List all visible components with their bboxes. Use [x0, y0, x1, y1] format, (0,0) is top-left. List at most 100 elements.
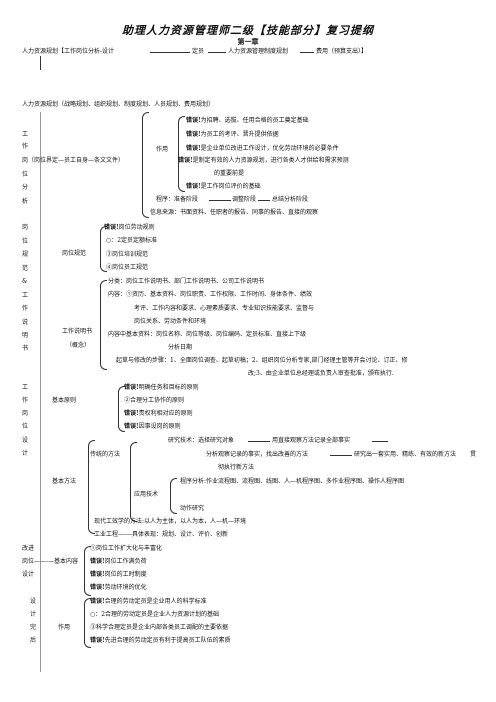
research-technique: 贯: [470, 451, 477, 458]
error-marker: 错误!: [124, 384, 139, 391]
left-label: 位: [22, 238, 29, 245]
error-marker: 错误!: [90, 571, 105, 578]
improve-label: 改进: [22, 545, 35, 552]
improve-item: 岗位的工时制度: [104, 571, 147, 578]
principle-item: 明确任务和目标的原则: [138, 384, 199, 391]
analysis-item: 为招聘、选拔、任用合格的员工奠定基础: [200, 117, 309, 124]
improve-item: ①岗位工作扩大化与丰富化: [90, 545, 163, 552]
improve-item: 岗位工作满负荷: [104, 558, 147, 565]
left-label: 工: [22, 384, 29, 391]
job-description-item: 内容中基本资料：岗位名称、岗位等级、岗位编码、定员标准、直接上下级: [108, 331, 307, 338]
job-description-item: 分析日期: [168, 344, 193, 351]
error-marker: 错误!: [186, 131, 201, 138]
hr-planning-types: 人力资源规划（战略规划、组织规划、制度规划、人员规划、费用规划）: [22, 101, 215, 108]
left-label: 范: [22, 265, 29, 272]
staffing-item: 先进合理的劳动定员有利于提高员工队伍的素质: [104, 637, 231, 644]
job-description-item: 考评、工作内容和要求、心理素质要求、专业知识技能要求、监督与: [134, 305, 315, 312]
research-technique: 彻执行新方法: [218, 464, 255, 471]
basic-principle-label: 基本原则: [52, 397, 77, 404]
left-label: 工: [22, 292, 29, 299]
analysis-item-cont: 的重要前提: [214, 170, 245, 177]
left-label: 位: [22, 171, 29, 178]
improve-item: 劳动环境的优化: [104, 584, 147, 591]
research-technique: 研究出一套实用、精练、有效的新方法: [354, 451, 457, 458]
left-label: 计: [22, 450, 29, 457]
left-label: 明: [22, 332, 29, 339]
staffing-role-label: 作用: [58, 624, 71, 631]
improve-design-label: 设计: [22, 571, 35, 578]
left-label: 分: [22, 184, 29, 191]
left-label: 说: [22, 319, 29, 326]
staffing-text: 定员: [192, 48, 205, 55]
ergonomics-method: 现代工效学的方法:以人为主体，以人为本，人—机—环境: [94, 518, 247, 525]
job-spec-item: ④岗位员工规范: [106, 264, 149, 271]
left-label: 作: [22, 397, 29, 404]
left-label: 设: [30, 598, 37, 605]
research-technique: 分析观察记录的事实，找出改善的方法: [206, 451, 309, 458]
left-label: 作: [22, 305, 29, 312]
error-marker: 错误!: [90, 558, 105, 565]
job-description-sub: （概念）: [66, 342, 91, 349]
left-label: 析: [22, 198, 29, 205]
chapter-heading: 第一章: [237, 37, 259, 46]
system-planning-text: 人力资源管理制度规划: [228, 48, 289, 55]
error-marker: 错误!: [186, 117, 201, 124]
job-spec-item: ○：2定员定额标准: [106, 237, 158, 244]
program-stage: 程序：准备阶段: [156, 196, 199, 203]
left-label: 岗（岗位界定—员工自身—条文文件）: [22, 157, 125, 164]
traditional-method-label: 传统的方法: [90, 451, 121, 458]
job-spec-label: 岗位规范: [62, 250, 87, 257]
hr-planning-row: 人力资源规划【工作岗位分析-设计: [22, 48, 115, 55]
cost-text: 费用（预算支出）】: [316, 48, 368, 55]
job-description-item: 内容：①资历、基本资料、岗位职责、工作权限、工作时间、身体条件、绩效: [108, 291, 313, 298]
job-spec-item: ③岗位培训规范: [106, 251, 149, 258]
left-label: 设: [22, 437, 29, 444]
left-label: 岗: [22, 224, 29, 231]
left-label: 完: [30, 624, 37, 631]
analysis-item: 是制定有效的人力资源规划，进行各类人才供给和需求预测: [192, 157, 349, 164]
job-description-item: 起草与修改的步骤：1、全面岗位调查、起草初稿；2、组织岗位分析专家,部门经理主管…: [116, 357, 408, 364]
error-marker: 错误!: [186, 183, 201, 190]
research-technique: 研究技术：选择研究对象: [168, 437, 235, 444]
left-label: 书: [22, 345, 29, 352]
left-label: 位: [22, 423, 29, 430]
research-technique: 用直接观察方法记录全部事实: [272, 437, 351, 444]
staffing-item: ③科学合理定员是企业内部各类员工调配的主要依据: [90, 624, 229, 631]
info-source: 信息来源：书面资料、任职者的报告、同事的报告、直接的观察: [150, 209, 319, 216]
principle-item: ②合理分工协作的原则: [124, 397, 185, 404]
analysis-role-label: 作用: [156, 146, 169, 153]
left-label: 后: [30, 637, 37, 644]
principle-item: 责权利相对应的原则: [138, 410, 193, 417]
principle-item: 因事设岗的原则: [138, 423, 181, 430]
program-stage: 调整阶段: [232, 196, 257, 203]
error-marker: 错误!: [124, 423, 139, 430]
program-stage: 总结分析阶段: [272, 196, 309, 203]
error-marker: 错误!: [124, 410, 139, 417]
left-label: 工: [22, 131, 29, 138]
error-marker: 错误!: [186, 145, 201, 152]
analysis-item: 是企业单位改进工作设计，优化劳动环境的必要条件: [200, 145, 339, 152]
job-description-item: 改;3、由企业单位总经理或负责人审查批准，颁布执行.: [248, 370, 394, 377]
analysis-item: 是工作岗位评价的基础: [200, 183, 261, 190]
job-description-item: 岗位关系、劳动条件和环境: [134, 318, 207, 325]
staffing-item: 合理的劳动定员是企业用人的科学标准: [104, 598, 207, 605]
motion-study: 动作研究: [180, 505, 205, 512]
left-label: 计: [30, 611, 37, 618]
error-marker: 错误!: [90, 598, 105, 605]
job-spec-item: 岗位劳动规则: [118, 224, 155, 231]
left-label: 作: [22, 143, 29, 150]
error-marker: 错误!: [90, 637, 105, 644]
left-label: 岗: [22, 410, 29, 417]
improve-content-label: 岗位——-—基本内容: [22, 558, 79, 565]
basic-method-label: 基本方法: [52, 478, 77, 485]
left-label: 规: [22, 251, 29, 258]
applied-technique-label: 应用技术: [134, 491, 159, 498]
program-analysis: 程序分析:作业流程图、流程图、线图、人—机程序图、多作业程序图、操作人程序图: [180, 478, 405, 485]
left-label: &: [22, 278, 28, 285]
error-marker: 错误!: [90, 584, 105, 591]
industrial-engineering: 工业工程—-—具体表现：规划、设计、评价、创新: [94, 531, 229, 538]
page-title: 助理人力资源管理师二级【技能部分】复习提纲: [122, 24, 374, 37]
error-marker: 错误!: [104, 224, 119, 231]
staffing-item: ○：2合理的劳动定员是企业人力资源计划的基础: [90, 611, 220, 618]
error-marker: 错误!: [178, 157, 193, 164]
